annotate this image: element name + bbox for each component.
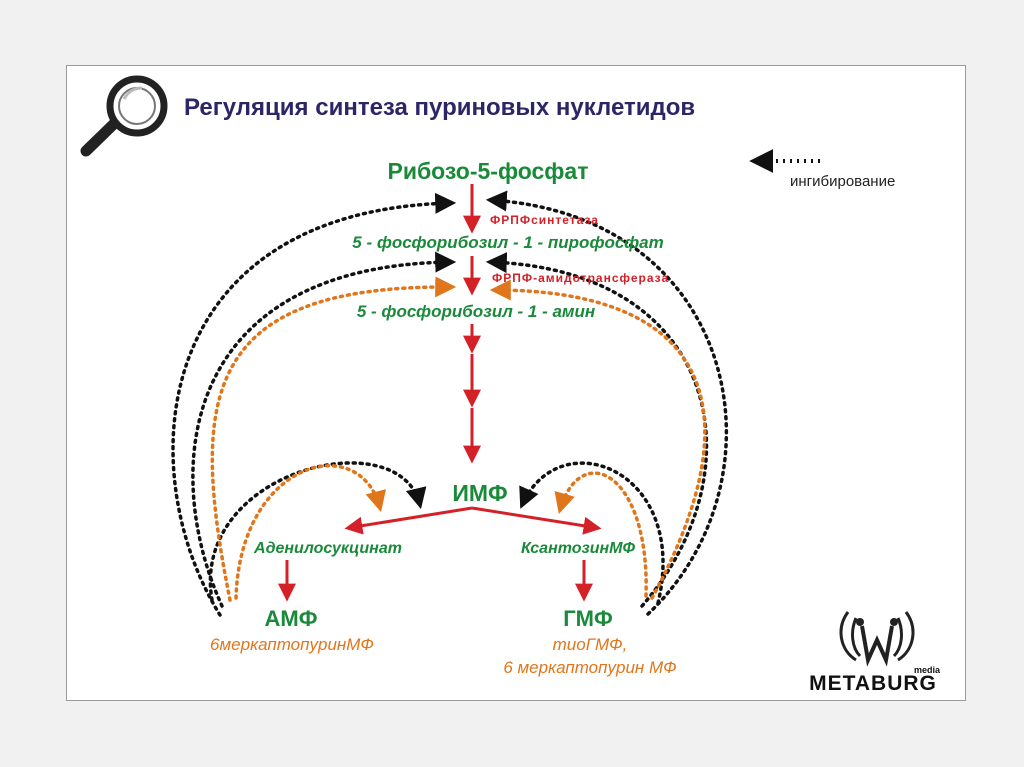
node-xanthosine-mp: КсантозинМФ bbox=[521, 540, 635, 557]
inhibition-gmp-feedback-imp bbox=[519, 461, 665, 605]
node-prpp: 5 - фосфорибозил - 1 - пирофосфат bbox=[352, 233, 663, 252]
node-ribose-5-phosphate: Рибозо-5-фосфат bbox=[388, 158, 589, 184]
node-gmp: ГМФ bbox=[563, 606, 613, 631]
legend-label: ингибирование bbox=[790, 173, 895, 190]
drug-inhibition-arcs bbox=[210, 276, 707, 602]
inhibition-amp-to-amidotransferase bbox=[191, 251, 457, 608]
metaburg-logo-icon bbox=[839, 611, 915, 667]
page-title: Регуляция синтеза пуриновых нуклетидов bbox=[184, 94, 695, 121]
drug-gmp-label-line1: тиоГМФ, bbox=[553, 635, 628, 654]
drug-gmp-label-line2: 6 меркаптопурин МФ bbox=[503, 658, 676, 677]
watermark-brand: METABURG bbox=[809, 672, 937, 695]
inhibition-amp-feedback-imp bbox=[208, 461, 427, 602]
enzyme-amidotransferase: ФРПФ-амидотрансфераза bbox=[492, 271, 669, 285]
drug-amp-label: 6меркаптопуринМФ bbox=[210, 635, 374, 654]
slide-frame bbox=[66, 65, 966, 701]
legend: ингибирование bbox=[749, 149, 895, 190]
node-imp: ИМФ bbox=[452, 480, 507, 506]
arrow-imp-to-adenylosuccinate bbox=[344, 506, 473, 535]
drug-gmp-feedback-imp bbox=[554, 471, 648, 598]
arrow-imp-to-xmp bbox=[471, 506, 602, 535]
watermark-media: media bbox=[914, 665, 941, 675]
node-amp: АМФ bbox=[265, 606, 318, 631]
inhibition-gmp-to-synthetase bbox=[485, 190, 729, 616]
drug-gmp-to-amidotransferase bbox=[489, 279, 707, 600]
enzyme-prpp-synthetase: ФРПФсинтетаза bbox=[490, 213, 599, 227]
node-pra: 5 - фосфорибозил - 1 - амин bbox=[357, 302, 595, 321]
magnifier-icon bbox=[80, 75, 168, 157]
node-adenylosuccinate: Аденилосукцинат bbox=[253, 540, 402, 557]
drug-amp-feedback-imp bbox=[234, 464, 386, 600]
drug-amp-to-amidotransferase bbox=[210, 276, 457, 602]
inhibition-amp-to-synthetase bbox=[171, 192, 457, 617]
main-pathway-arrows bbox=[278, 184, 602, 602]
